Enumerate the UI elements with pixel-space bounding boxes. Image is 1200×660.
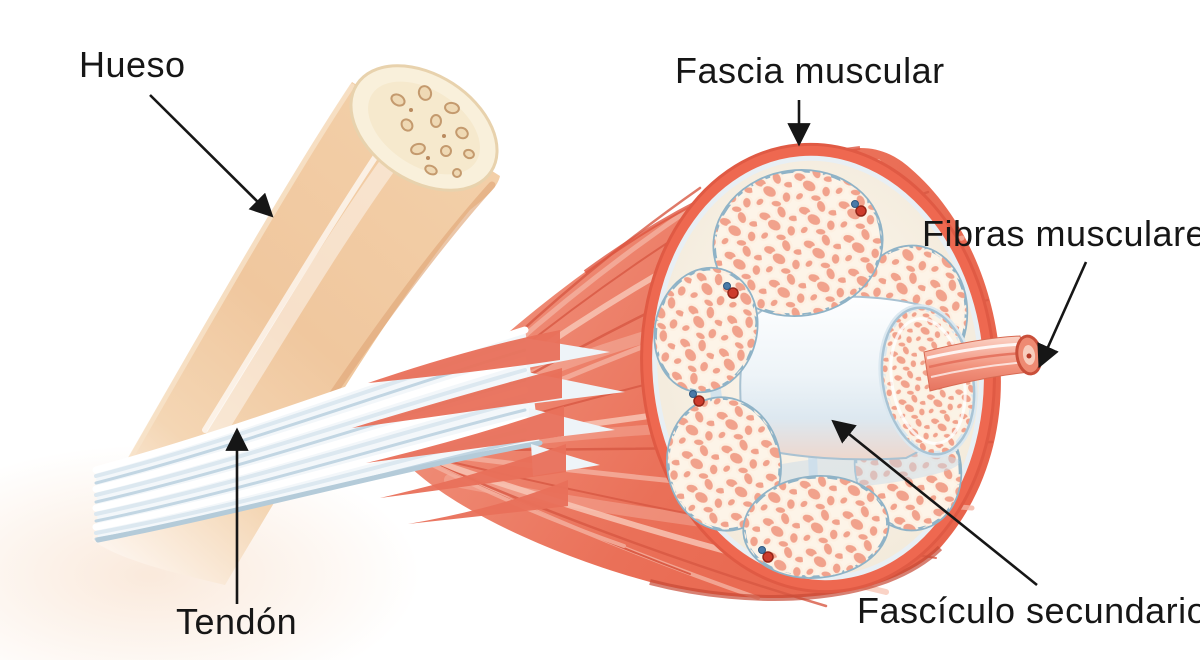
label-tendon: Tendón <box>176 601 298 642</box>
bone-cut-face <box>349 64 499 192</box>
secondary-fascicle <box>730 295 1043 491</box>
label-fascia-muscular: Fascia muscular <box>675 50 945 91</box>
fascicle <box>666 396 782 532</box>
fascicle <box>653 266 759 394</box>
muscle-fiber <box>923 334 1043 392</box>
label-fibras-musculares: Fibras musculares <box>922 213 1200 254</box>
fascicle <box>712 168 884 318</box>
tendon <box>92 326 625 543</box>
leader-arrows <box>149 94 1088 604</box>
label-hueso: Hueso <box>79 44 186 85</box>
fascicle <box>742 475 890 579</box>
muscle-fingers <box>352 330 568 524</box>
blood-vessels <box>689 200 867 563</box>
leader-hueso <box>149 94 274 218</box>
label-fasciculo-secundario: Fascículo secundario <box>857 590 1200 631</box>
leader-fibras <box>1037 261 1088 369</box>
leader-fasciculo <box>831 419 1038 587</box>
